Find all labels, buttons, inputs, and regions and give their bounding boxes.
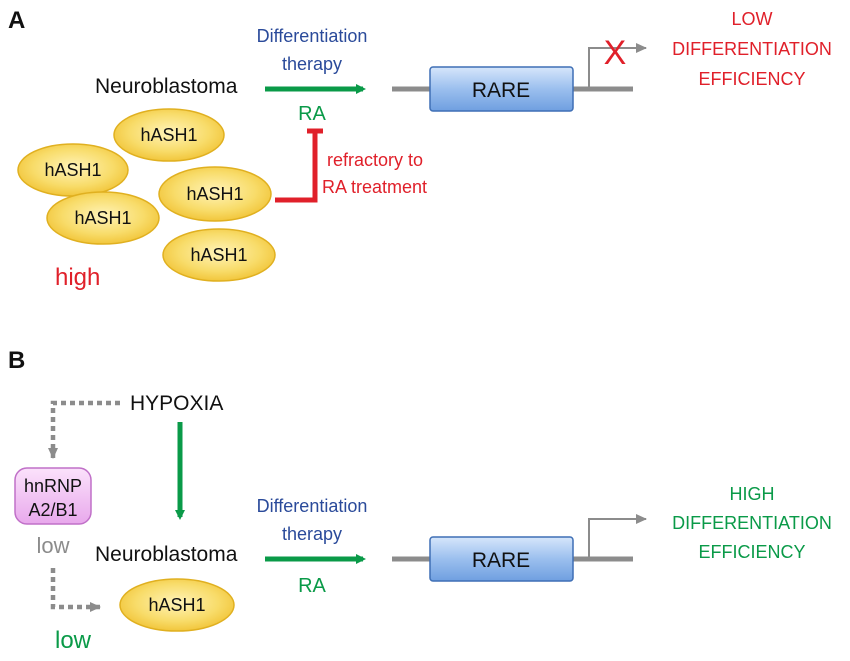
hash1-ellipse-1 bbox=[113, 108, 225, 162]
neuroblastoma-label-a: Neuroblastoma bbox=[95, 75, 238, 98]
ra-label-a: RA bbox=[298, 103, 326, 125]
hash1-ellipse-4 bbox=[46, 191, 160, 245]
hash1-label-3: hASH1 bbox=[186, 184, 243, 204]
outcome-a-line2: DIFFERENTIATION bbox=[672, 39, 832, 59]
hnrnp-label-line1: hnRNP bbox=[24, 476, 82, 496]
outcome-a-line1: LOW bbox=[731, 9, 772, 29]
hnrnp-label-line2: A2/B1 bbox=[28, 500, 77, 520]
inhibition-line bbox=[275, 131, 318, 203]
hypoxia-to-hnrnp-dotted-arrow bbox=[48, 400, 120, 459]
hnrnp-box bbox=[14, 467, 92, 525]
therapy-label-b-line1: Differentiation bbox=[257, 496, 368, 516]
transcription-arrow-a bbox=[588, 43, 647, 89]
hash1-label-4: hASH1 bbox=[74, 208, 131, 228]
refractory-line1: refractory to bbox=[327, 150, 423, 170]
hash1-label-b: hASH1 bbox=[148, 595, 205, 615]
rare-box-b bbox=[429, 536, 574, 582]
hash1-label-2: hASH1 bbox=[44, 160, 101, 180]
therapy-label-b-line2: therapy bbox=[282, 524, 342, 544]
transcription-arrow-b bbox=[588, 514, 647, 559]
therapy-label-a-line2: therapy bbox=[282, 54, 342, 74]
hash1-ellipse-5 bbox=[162, 228, 276, 282]
ra-label-b: RA bbox=[298, 575, 326, 597]
hash1-label-5: hASH1 bbox=[190, 245, 247, 265]
hash1-level-high: high bbox=[55, 264, 100, 291]
outcome-b-line1: HIGH bbox=[730, 484, 775, 504]
rare-label-b: RARE bbox=[472, 549, 530, 572]
hash1-level-low: low bbox=[55, 627, 92, 654]
neuroblastoma-label-b: Neuroblastoma bbox=[95, 543, 238, 566]
rare-box-a bbox=[429, 66, 574, 112]
outcome-b-line2: DIFFERENTIATION bbox=[672, 513, 832, 533]
outcome-b-line3: EFFICIENCY bbox=[698, 542, 805, 562]
hash1-label-1: hASH1 bbox=[140, 125, 197, 145]
refractory-line2: RA treatment bbox=[322, 177, 427, 197]
rare-label-a: RARE bbox=[472, 79, 530, 102]
therapy-label-a-line1: Differentiation bbox=[257, 26, 368, 46]
hash1-ellipse-3 bbox=[158, 166, 272, 222]
hnrnp-to-hash1-dotted-arrow bbox=[50, 568, 101, 612]
hypoxia-label: HYPOXIA bbox=[130, 392, 223, 415]
outcome-a-line3: EFFICIENCY bbox=[698, 69, 805, 89]
panel-a-label: A bbox=[8, 7, 25, 34]
blocked-x-mark: X bbox=[604, 34, 627, 72]
hnrnp-level-low: low bbox=[36, 533, 69, 558]
hash1-ellipse-b bbox=[119, 578, 235, 632]
panel-b-label: B bbox=[8, 347, 25, 374]
